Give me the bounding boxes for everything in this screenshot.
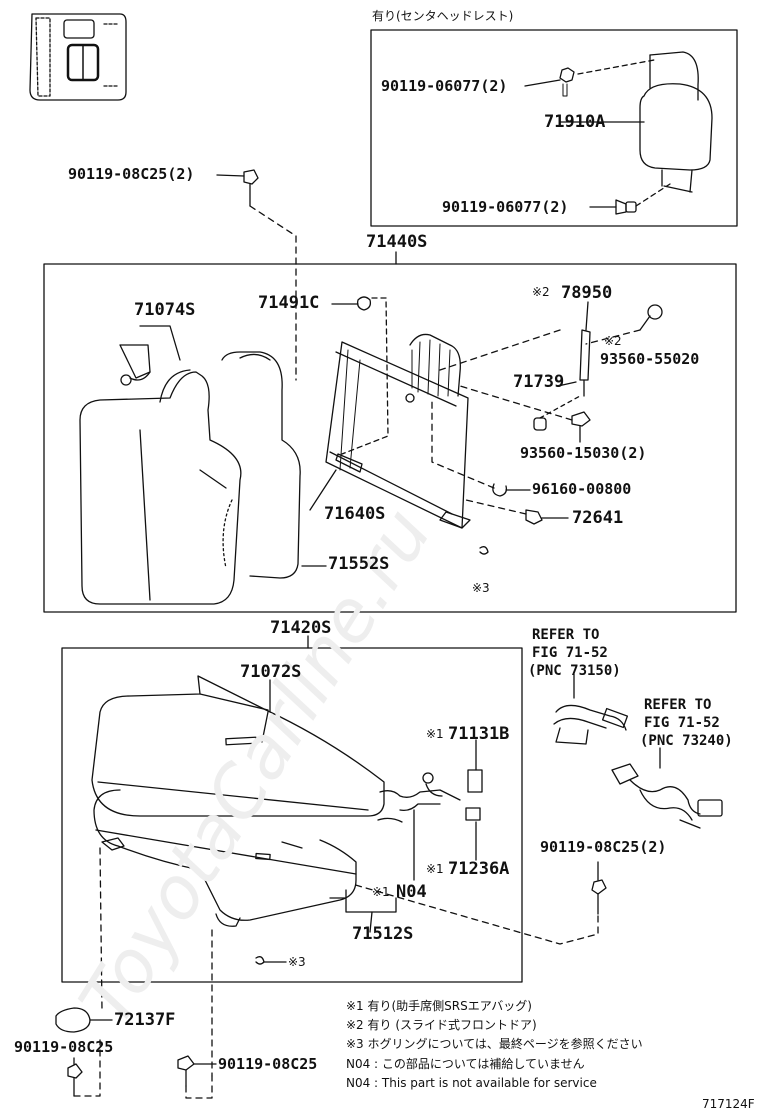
ring-drawing <box>431 399 531 497</box>
top-bolt-drawing <box>216 169 297 381</box>
right-cushion-bolt <box>351 861 607 945</box>
ref1-line2: FIG 71-52 <box>532 645 608 661</box>
figure-id: 717124F <box>702 1097 755 1111</box>
hog-ring-back <box>479 546 489 555</box>
bracket-mark: ※1 <box>426 862 444 876</box>
ref2-line1: REFER TO <box>644 697 712 713</box>
note-5: N04 : This part is not available for ser… <box>346 1076 597 1090</box>
inset-bolt-upper <box>524 59 655 97</box>
belt-drawing-1 <box>553 673 629 745</box>
label-bracket: 71236A <box>448 859 510 879</box>
inset-frame <box>370 29 738 227</box>
hog-ring-cushion-mark: ※3 <box>288 955 306 969</box>
n04-mark: ※1 <box>372 885 390 899</box>
label-frame-cover: 71074S <box>134 300 196 320</box>
right-bolt-drawing <box>585 304 663 345</box>
label-bolt2: 93560-15030(2) <box>520 444 647 462</box>
note-1: ※1 有り(助手席側SRSエアバッグ) <box>346 999 532 1013</box>
hog-ring-cushion <box>255 956 287 965</box>
label-ring: 96160-00800 <box>532 480 632 498</box>
label-seat-back-assembly: 71440S <box>366 232 428 252</box>
label-seat-cushion-assembly: 71420S <box>270 618 332 638</box>
seat-back-frame-box <box>43 263 737 613</box>
bushing-drawing <box>533 381 581 431</box>
leader-lines <box>269 679 373 933</box>
inset-bolt-lower <box>589 183 671 215</box>
label-pin: 72641 <box>572 508 624 528</box>
seat-back-cushion-drawing <box>79 351 301 605</box>
seat-cushion-frame-box <box>61 647 523 983</box>
label-bushing: 71739 <box>513 372 565 392</box>
label-cap: 72137F <box>114 1010 176 1030</box>
label-inset-bolt-upper: 90119-06077(2) <box>381 77 508 95</box>
bolt2-drawing <box>459 385 591 443</box>
pin-drawing <box>465 499 569 525</box>
note-2: ※2 有り (スライド式フロントドア) <box>346 1018 537 1032</box>
note-3: ※3 ホグリングについては、最終ページを参照ください <box>346 1037 643 1051</box>
note-4: N04 : この部品については補給していません <box>346 1057 585 1071</box>
seat-back-frame-drawing <box>309 333 471 529</box>
label-headrest: 71910A <box>544 112 606 132</box>
label-frame: 71640S <box>324 504 386 524</box>
label-bolt: 93560-55020 <box>600 350 700 368</box>
wiring-drawing <box>329 739 483 913</box>
bottom-mid-bolt <box>177 929 217 1099</box>
label-pad: 71552S <box>328 554 390 574</box>
label-cushion-pad: 71512S <box>352 924 414 944</box>
header-note: 有り(センタヘッドレスト) <box>372 9 514 23</box>
label-clip: 71491C <box>258 293 320 313</box>
lock-note-mark: ※2 <box>532 285 550 299</box>
ref2-line2: FIG 71-52 <box>644 715 720 731</box>
label-top-bolt: 90119-08C25(2) <box>68 165 195 183</box>
ref1-line3: (PNC 73150) <box>528 663 621 679</box>
label-cushion-cover: 71072S <box>240 662 302 682</box>
label-inset-bolt-lower: 90119-06077(2) <box>442 198 569 216</box>
bolt-note-mark: ※2 <box>604 334 622 348</box>
belt-drawing-2 <box>611 747 723 829</box>
vehicle-locator-icon <box>29 13 127 101</box>
clip-drawing <box>331 296 389 455</box>
sensor-mark: ※1 <box>426 727 444 741</box>
label-bolt-right: 90119-08C25(2) <box>540 838 667 856</box>
hog-ring-back-mark: ※3 <box>472 581 490 595</box>
label-bolt-left: 90119-08C25 <box>14 1038 114 1056</box>
bottom-left-parts <box>55 847 113 1097</box>
headrest-drawing <box>559 51 713 193</box>
label-bolt-mid: 90119-08C25 <box>218 1055 318 1073</box>
frame-cover-bracket <box>119 325 181 386</box>
ref2-line3: (PNC 73240) <box>640 733 733 749</box>
seat-cushion-drawing <box>91 675 385 927</box>
label-sensor: 71131B <box>448 724 510 744</box>
label-n04: N04 <box>396 882 427 902</box>
lock-rod-drawing <box>439 301 591 397</box>
ref1-line1: REFER TO <box>532 627 600 643</box>
label-lock: 78950 <box>561 283 613 303</box>
